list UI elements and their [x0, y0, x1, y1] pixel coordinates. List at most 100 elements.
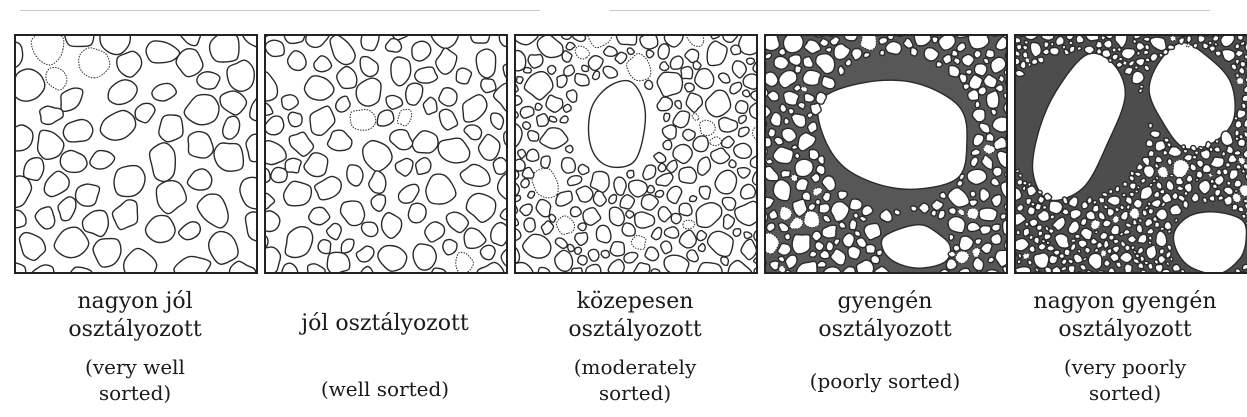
grain — [564, 65, 575, 76]
grain — [439, 109, 457, 130]
grain — [1243, 164, 1247, 170]
grain-drawing-poorly-sorted — [766, 36, 1006, 272]
grain — [1150, 53, 1158, 61]
grain — [504, 131, 506, 147]
grain — [1133, 39, 1137, 43]
grain — [1122, 193, 1126, 197]
grain — [1112, 54, 1118, 60]
grain — [1075, 234, 1080, 238]
grain — [687, 250, 699, 262]
caption-hungarian: közepesen osztályozott — [510, 288, 760, 344]
grain — [743, 90, 750, 97]
grain — [516, 263, 534, 272]
grain — [578, 223, 586, 231]
grain — [582, 65, 589, 71]
grain — [932, 37, 938, 43]
caption-hungarian: gyengén osztályozott — [760, 288, 1010, 344]
grain — [1104, 40, 1112, 48]
grain — [695, 69, 714, 89]
grain — [820, 39, 829, 47]
caption-english: (well sorted) — [260, 376, 510, 402]
grain — [560, 116, 568, 123]
caption-poorly-sorted: gyengén osztályozott (poorly sorted) — [760, 288, 1010, 394]
grain — [112, 200, 137, 230]
grain — [1184, 191, 1188, 195]
grain — [1146, 245, 1156, 259]
grain — [1139, 89, 1143, 93]
grain — [412, 41, 431, 61]
grain — [371, 195, 385, 212]
grain — [391, 57, 411, 86]
grain — [690, 196, 697, 202]
grain — [1003, 219, 1006, 235]
grain — [1068, 265, 1075, 272]
grain — [176, 49, 203, 77]
grain — [516, 205, 518, 217]
grain — [1179, 38, 1185, 45]
grain — [63, 119, 93, 142]
grain — [839, 222, 846, 228]
grain — [16, 261, 26, 272]
grain — [503, 64, 506, 79]
grain — [1131, 246, 1135, 250]
grain — [69, 267, 93, 272]
grain — [767, 223, 776, 232]
grain — [810, 251, 817, 257]
grain — [100, 110, 135, 140]
grain — [1112, 48, 1116, 52]
grain — [266, 231, 268, 248]
grain — [1195, 178, 1198, 181]
grain — [1084, 46, 1094, 54]
grain — [1103, 220, 1111, 227]
grain — [750, 103, 756, 120]
grain — [1049, 255, 1057, 264]
grain — [817, 261, 826, 267]
grain — [770, 113, 781, 127]
caption-very-poorly-sorted: nagyon gyengén osztályozott (very poorly… — [1000, 288, 1247, 406]
grain — [627, 48, 634, 54]
grain — [360, 57, 378, 77]
grain — [1097, 242, 1103, 249]
grain — [516, 229, 521, 241]
grain — [743, 74, 756, 89]
grain — [1083, 257, 1087, 261]
grain — [288, 51, 307, 71]
grain — [341, 239, 354, 253]
grain — [31, 36, 64, 65]
grain — [575, 74, 589, 86]
grain — [975, 239, 982, 245]
grain — [1158, 167, 1168, 178]
grain — [1170, 205, 1182, 215]
grain — [377, 110, 394, 126]
grain — [850, 219, 857, 229]
grain — [959, 74, 967, 83]
grain — [788, 108, 794, 114]
grain — [970, 191, 976, 197]
grain — [880, 50, 885, 56]
grain — [911, 206, 917, 211]
grain — [957, 180, 963, 186]
grain — [1237, 36, 1243, 40]
grain — [498, 173, 506, 200]
grain — [79, 48, 110, 78]
grain — [1063, 197, 1068, 204]
grain — [1138, 219, 1142, 223]
grain — [1235, 44, 1240, 49]
grain — [753, 170, 756, 185]
grain — [609, 195, 617, 204]
grain — [1218, 196, 1223, 201]
grain — [156, 181, 186, 214]
grain — [808, 122, 818, 133]
grain — [651, 269, 660, 272]
grain — [698, 243, 705, 251]
grain — [432, 268, 448, 272]
grain — [1123, 61, 1127, 65]
grain — [629, 180, 648, 197]
grain — [1138, 247, 1144, 254]
grain — [737, 168, 750, 178]
grain — [1034, 237, 1039, 244]
grain — [1037, 225, 1043, 231]
grain — [1076, 36, 1084, 43]
grain — [524, 72, 553, 100]
grain — [1195, 151, 1199, 155]
